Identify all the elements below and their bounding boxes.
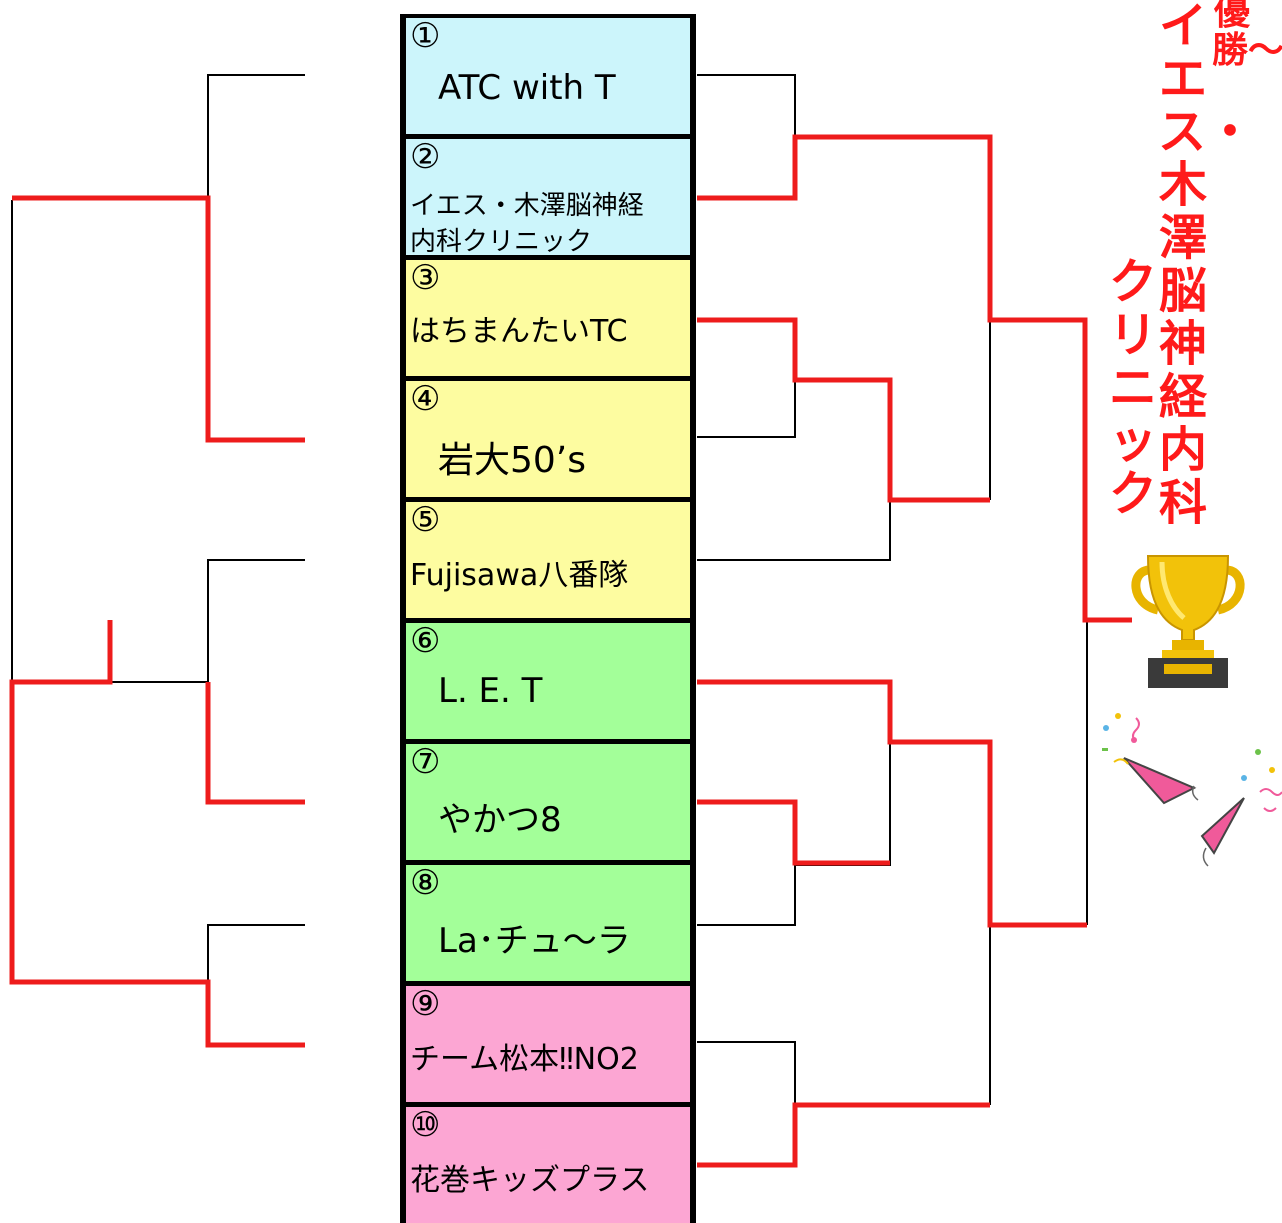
team-name: はちまんたいTC xyxy=(410,314,628,349)
team-name: L. E. T xyxy=(438,671,543,711)
seed-number: ⑧ xyxy=(410,865,441,903)
team-box-6: ⑥ L. E. T xyxy=(406,623,690,739)
seed-number: ⑥ xyxy=(410,623,441,661)
seed-number: ④ xyxy=(410,381,441,419)
team-box-5: ⑤ Fujisawa八番隊 xyxy=(406,502,690,618)
team-column: ① ATC with T ② イエス・木澤脳神経 内科クリニック ③ はちまんた… xyxy=(400,14,696,1223)
team-name: 岩大50’s xyxy=(438,440,587,481)
team-box-1: ① ATC with T xyxy=(406,18,690,134)
team-name-line2: 内科クリニック xyxy=(410,227,593,255)
champion-label: 〜優勝〜 xyxy=(1212,0,1282,71)
seed-number: ⑨ xyxy=(410,986,441,1024)
party-popper-icon xyxy=(1102,713,1282,867)
team-box-10: ⑩ 花巻キッズプラス xyxy=(406,1107,690,1223)
seed-number: ⑤ xyxy=(410,502,441,540)
seed-number: ① xyxy=(410,18,441,56)
seed-number: ③ xyxy=(410,260,441,298)
seed-number: ⑦ xyxy=(410,744,441,782)
team-name: 花巻キッズプラス xyxy=(410,1163,650,1198)
champion-name-line1: イエス・木澤脳神経内科 xyxy=(1158,0,1255,531)
team-box-2: ② イエス・木澤脳神経 内科クリニック xyxy=(406,139,690,255)
team-name: イエス・木澤脳神経 xyxy=(410,191,644,221)
team-box-7: ⑦ やかつ8 xyxy=(406,744,690,860)
team-box-8: ⑧ La･チュ〜ラ xyxy=(406,865,690,981)
team-name: Fujisawa八番隊 xyxy=(410,558,629,593)
team-name: ATC with T xyxy=(438,68,616,108)
seed-number: ② xyxy=(410,139,441,177)
team-name: La･チュ〜ラ xyxy=(438,921,631,961)
team-box-3: ③ はちまんたいTC xyxy=(406,260,690,376)
bracket-lines-red xyxy=(9,134,1132,1168)
trophy-icon xyxy=(1131,555,1245,688)
team-box-9: ⑨ チーム松本‼NO2 xyxy=(406,986,690,1102)
team-name: やかつ8 xyxy=(438,800,562,840)
champion-name-line2: クリニック xyxy=(1108,254,1157,522)
seed-number: ⑩ xyxy=(410,1107,441,1145)
team-name: チーム松本‼NO2 xyxy=(410,1042,639,1077)
team-box-4: ④ 岩大50’s xyxy=(406,381,690,497)
